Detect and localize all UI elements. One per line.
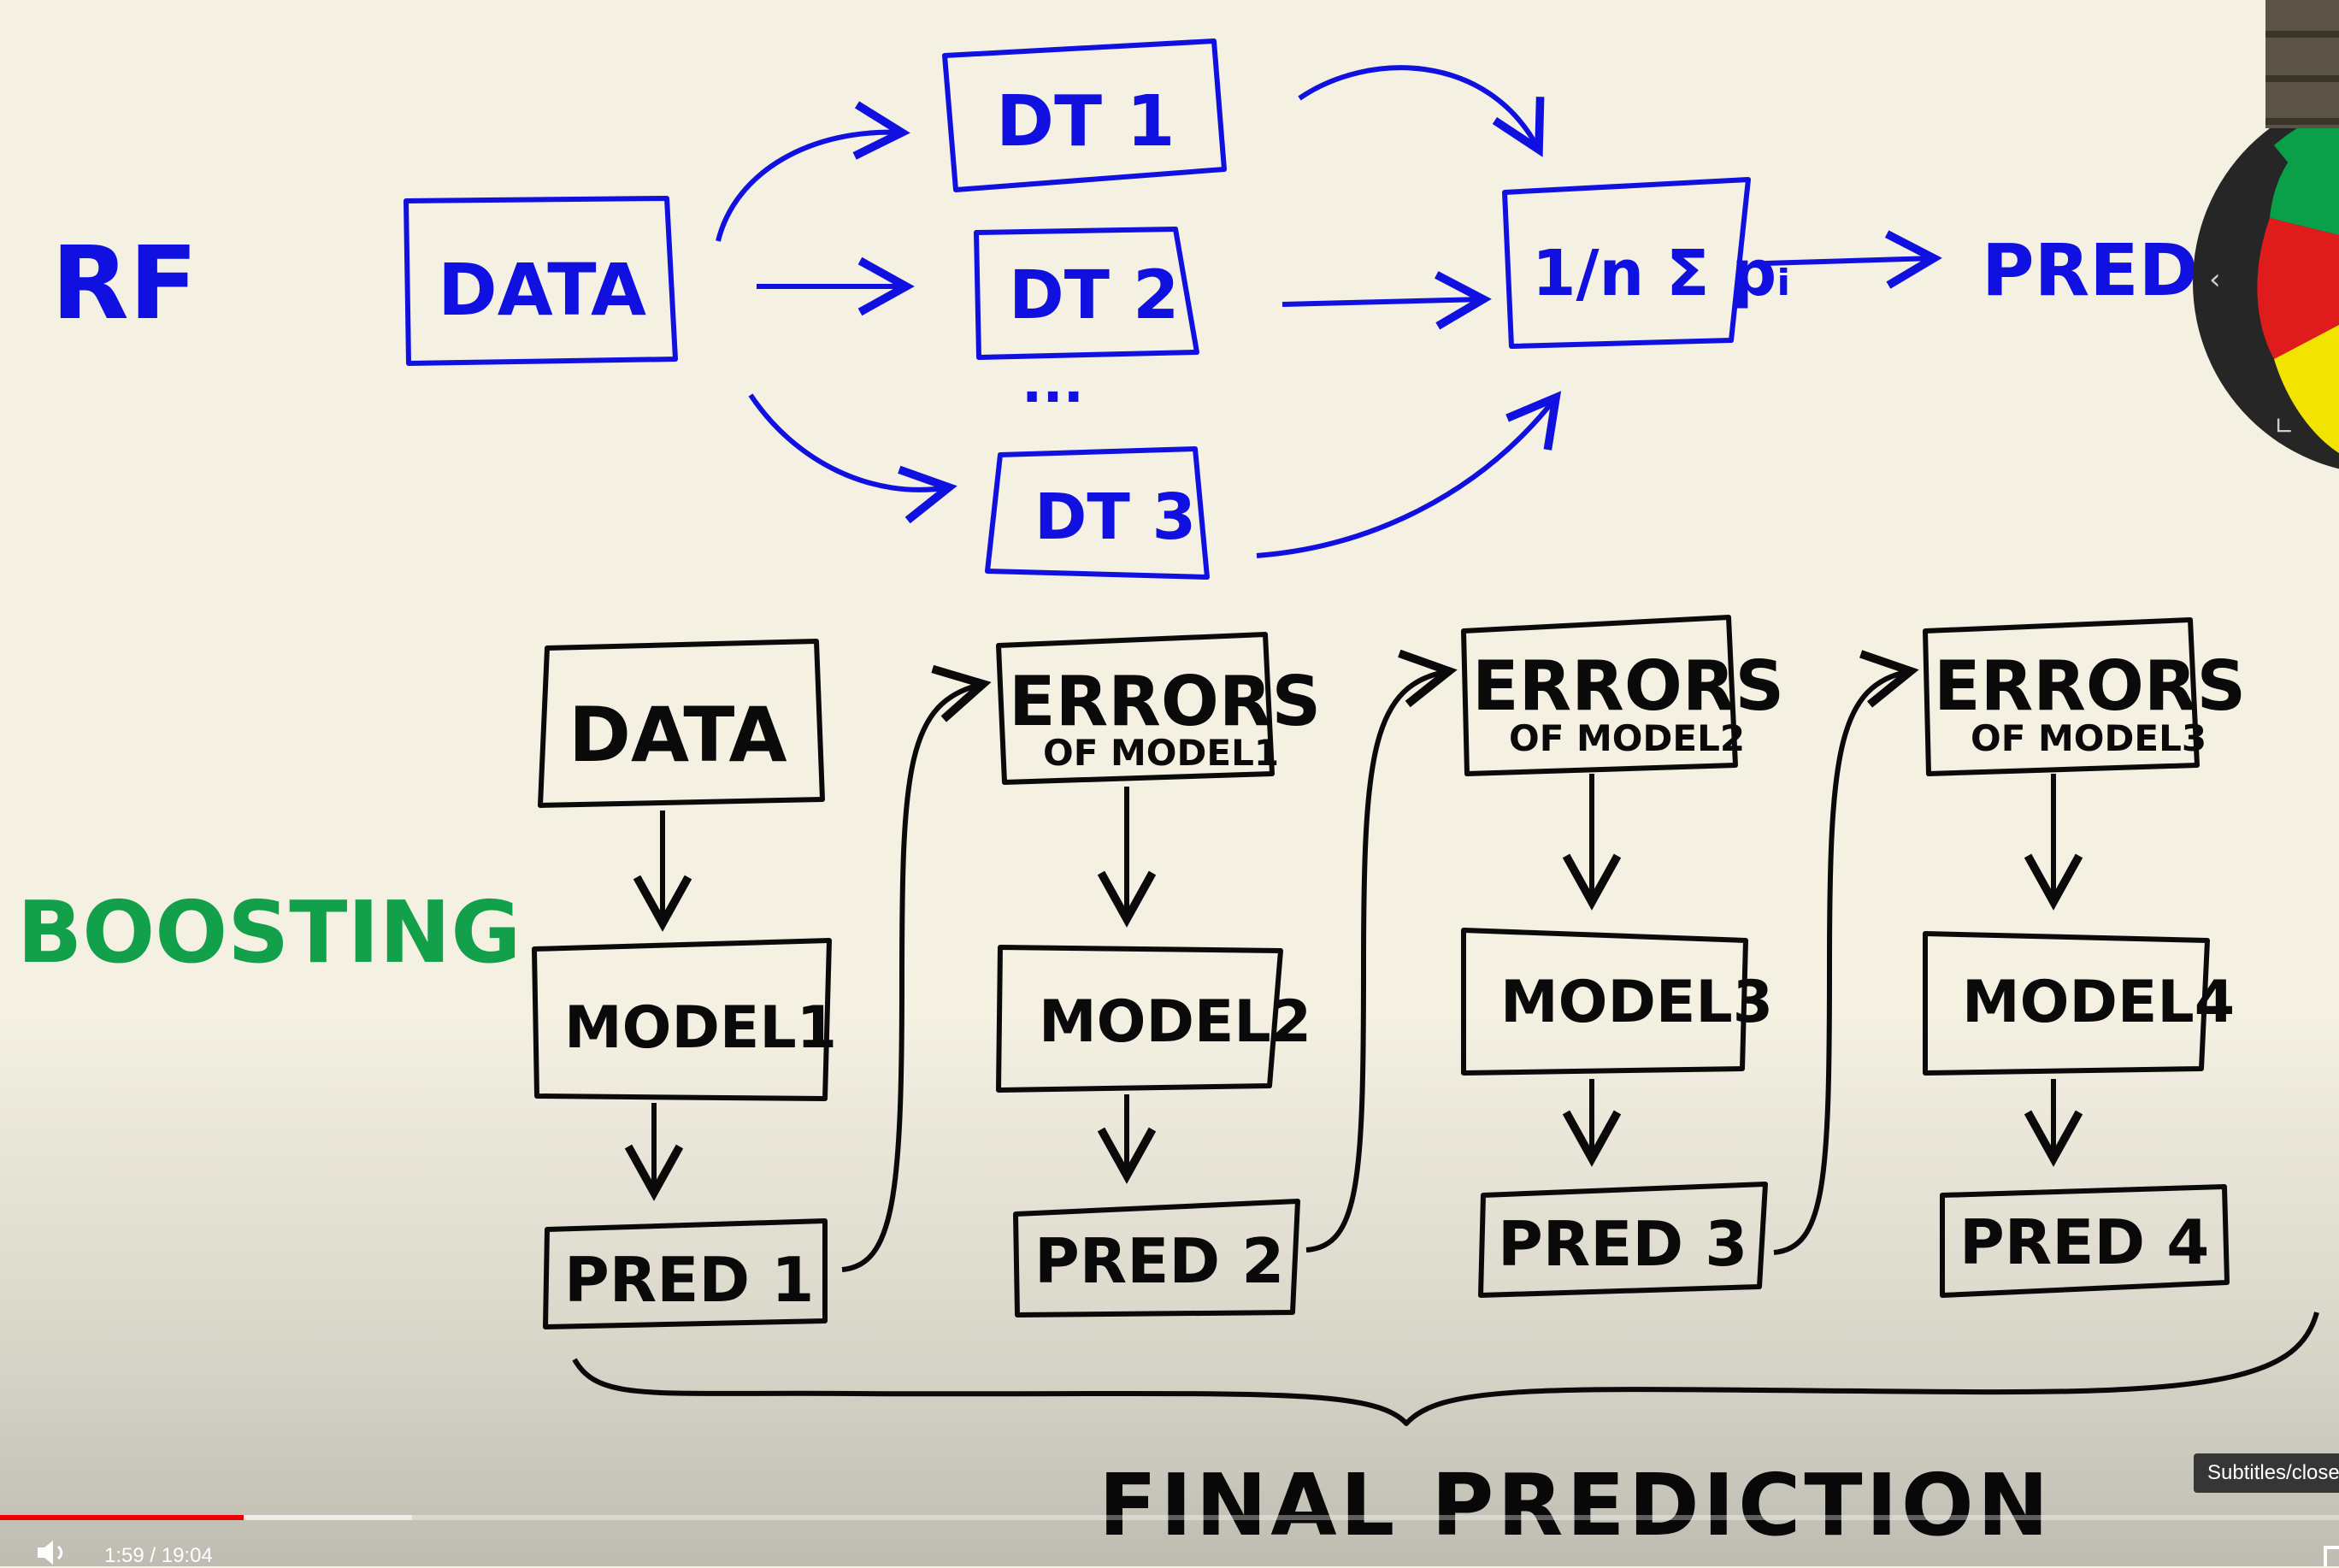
rf-arrow-agg-output [1765,230,1942,289]
model1-box [532,938,832,1101]
model2-box [996,945,1283,1093]
player-controls: 1:59 / 19:04 [0,1505,2339,1567]
data-box-label: DATA [569,691,787,779]
arrow-pred2-errors2 [1305,649,1458,1253]
pred1-box [543,1218,828,1329]
rf-tree-label-1: DT 1 [996,81,1175,162]
rf-aggregate-label: 1/n Σ pᵢ [1532,237,1790,310]
rf-section: RF DATA DT 1 DT 2 ... DT 3 1/n Σ pᵢ [51,38,2277,580]
rf-label: RF [51,224,197,342]
rf-tree-box-2: DT 2 [974,227,1199,360]
errors-label-3: ERRORS [1934,646,2246,726]
pred1-label: PRED 1 [564,1244,814,1316]
rf-ellipsis: ... [1022,352,1084,416]
rf-arrow-dt1-agg [1298,65,1545,157]
pred2-box [1013,1199,1300,1317]
pred4-label: PRED 4 [1959,1206,2209,1278]
subtitles-tooltip: Subtitles/closed captions [2194,1453,2339,1493]
rf-tree-label-2: DT 2 [1009,257,1179,334]
pred3-label: PRED 3 [1498,1208,1747,1280]
rf-data-box: DATA [404,196,678,366]
color-wheel[interactable]: ‹ ∟ [2193,90,2339,475]
speaker-icon[interactable] [34,1539,77,1566]
bookshelf-line [2265,75,2339,82]
arrow-pred3-errors3 [1773,650,1919,1255]
bookshelf-line [2265,118,2339,125]
rf-tree-box-3: DT 3 [985,446,1210,580]
model2-label: MODEL2 [1039,988,1311,1056]
errors-box-2 [1461,615,1738,776]
pred4-box [1940,1184,2230,1298]
fullscreen-icon[interactable] [2324,1546,2339,1566]
rf-arrow-dt2-agg [1281,271,1492,330]
errors-label-1: ERRORS [1009,662,1321,741]
boosting-column-4: ERRORS OF MODEL3 MODEL4 PRED 4 [1923,617,2246,1298]
webcam-thumbnail [2265,0,2339,128]
errors-sub-label-1: OF MODEL1 [1043,732,1279,774]
pred2-label: PRED 2 [1034,1225,1284,1297]
arrow-pred1-errors1 [841,664,992,1272]
boosting-column-3: ERRORS OF MODEL2 MODEL3 PRED 3 [1461,615,1784,1298]
errors-box-1 [996,632,1275,785]
progress-bar[interactable] [0,1515,2339,1520]
rf-data-label: DATA [438,248,646,332]
model3-box [1461,928,1748,1076]
model3-label: MODEL3 [1500,969,1773,1036]
time-display: 1:59 / 19:04 [104,1544,213,1567]
errors-sub-label-2: OF MODEL2 [1509,717,1745,759]
corner-icon: ∟ [2274,412,2294,440]
rf-tree-label-3: DT 3 [1034,480,1196,554]
wheel-segment-green-inner[interactable] [2270,103,2339,235]
boosting-section: BOOSTING DATA MODEL1 PRED 1 ERRORS OF MO… [17,615,2319,1555]
wheel-segment-red[interactable] [2257,218,2339,359]
model4-box [1923,931,2210,1076]
chevron-left-icon[interactable]: ‹ [2209,262,2221,297]
rf-tree-box-1: DT 1 [942,38,1227,192]
errors-sub-label-3: OF MODEL3 [1971,717,2206,759]
model4-label: MODEL4 [1962,969,2235,1036]
rf-arrow-data-dt3 [748,393,957,524]
boosting-label: BOOSTING [17,882,521,982]
data-box [538,639,825,808]
model1-label: MODEL1 [564,994,837,1062]
rf-aggregate-box: 1/n Σ pᵢ [1502,177,1790,349]
progress-played [0,1515,244,1520]
boosting-column-1: DATA MODEL1 PRED 1 [532,639,837,1329]
wheel-segment-yellow[interactable] [2274,325,2339,453]
final-brace [572,1312,2319,1426]
boosting-column-2: ERRORS OF MODEL1 MODEL2 PRED 2 [996,632,1321,1317]
rf-arrow-data-dt1 [716,101,910,242]
pred3-box [1478,1182,1768,1298]
final-prediction-label: FINAL PREDICTION [1099,1455,2052,1555]
bookshelf-line [2265,31,2339,38]
errors-label-2: ERRORS [1472,646,1784,726]
rf-arrow-dt3-agg [1256,391,1562,558]
